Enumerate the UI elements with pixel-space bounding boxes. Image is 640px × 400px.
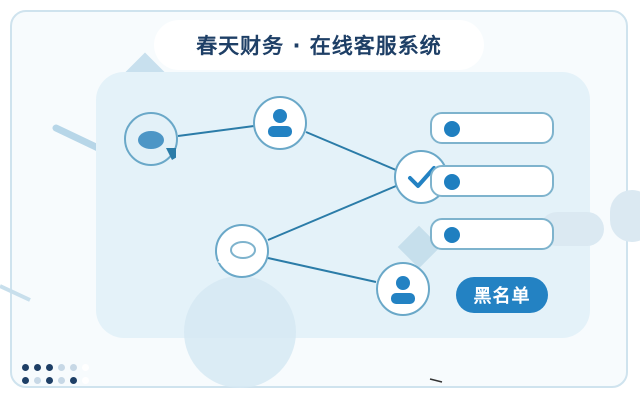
user-icon (391, 276, 415, 304)
list-entry (430, 165, 554, 197)
user-icon (268, 109, 292, 137)
entry-dot (444, 174, 460, 190)
decor-dot (34, 364, 41, 371)
decor-dot (70, 377, 77, 384)
page-title: 春天财务 · 在线客服系统 (196, 34, 442, 58)
chat-bubble-icon (138, 131, 192, 160)
decor-dots (22, 364, 89, 384)
decor-dot (46, 377, 53, 384)
entry-dot (444, 121, 460, 137)
connector-line (267, 257, 377, 283)
chat-outline-icon (217, 241, 256, 266)
decor-dot (70, 364, 77, 371)
connector-line (267, 185, 397, 241)
decor-dot (46, 364, 53, 371)
blacklist-button[interactable]: 黑名单 (456, 277, 548, 313)
connector-line (305, 131, 397, 171)
decor-mark (429, 378, 443, 383)
entry-dot (444, 227, 460, 243)
decor-dot (58, 364, 65, 371)
decor-dot (34, 377, 41, 384)
decor-stripe-left (0, 284, 31, 302)
decor-dot (82, 377, 89, 384)
check-icon (408, 166, 436, 188)
chat-node (124, 112, 192, 166)
list-entry (430, 112, 554, 144)
decor-dot (22, 377, 29, 384)
list-entry (430, 218, 554, 250)
decor-diamond-small (397, 225, 441, 269)
user-node-top (253, 96, 307, 150)
decor-pill-edge (610, 190, 640, 242)
decor-dot (22, 364, 29, 371)
decor-pill (540, 212, 604, 246)
connector-line (177, 125, 255, 137)
decor-circle (184, 276, 296, 388)
decor-dot (82, 364, 89, 371)
title-pill: 春天财务 · 在线客服系统 (154, 20, 484, 70)
chat-outline-node (215, 224, 269, 278)
user-node-bottom (376, 262, 430, 316)
decor-dot (58, 377, 65, 384)
